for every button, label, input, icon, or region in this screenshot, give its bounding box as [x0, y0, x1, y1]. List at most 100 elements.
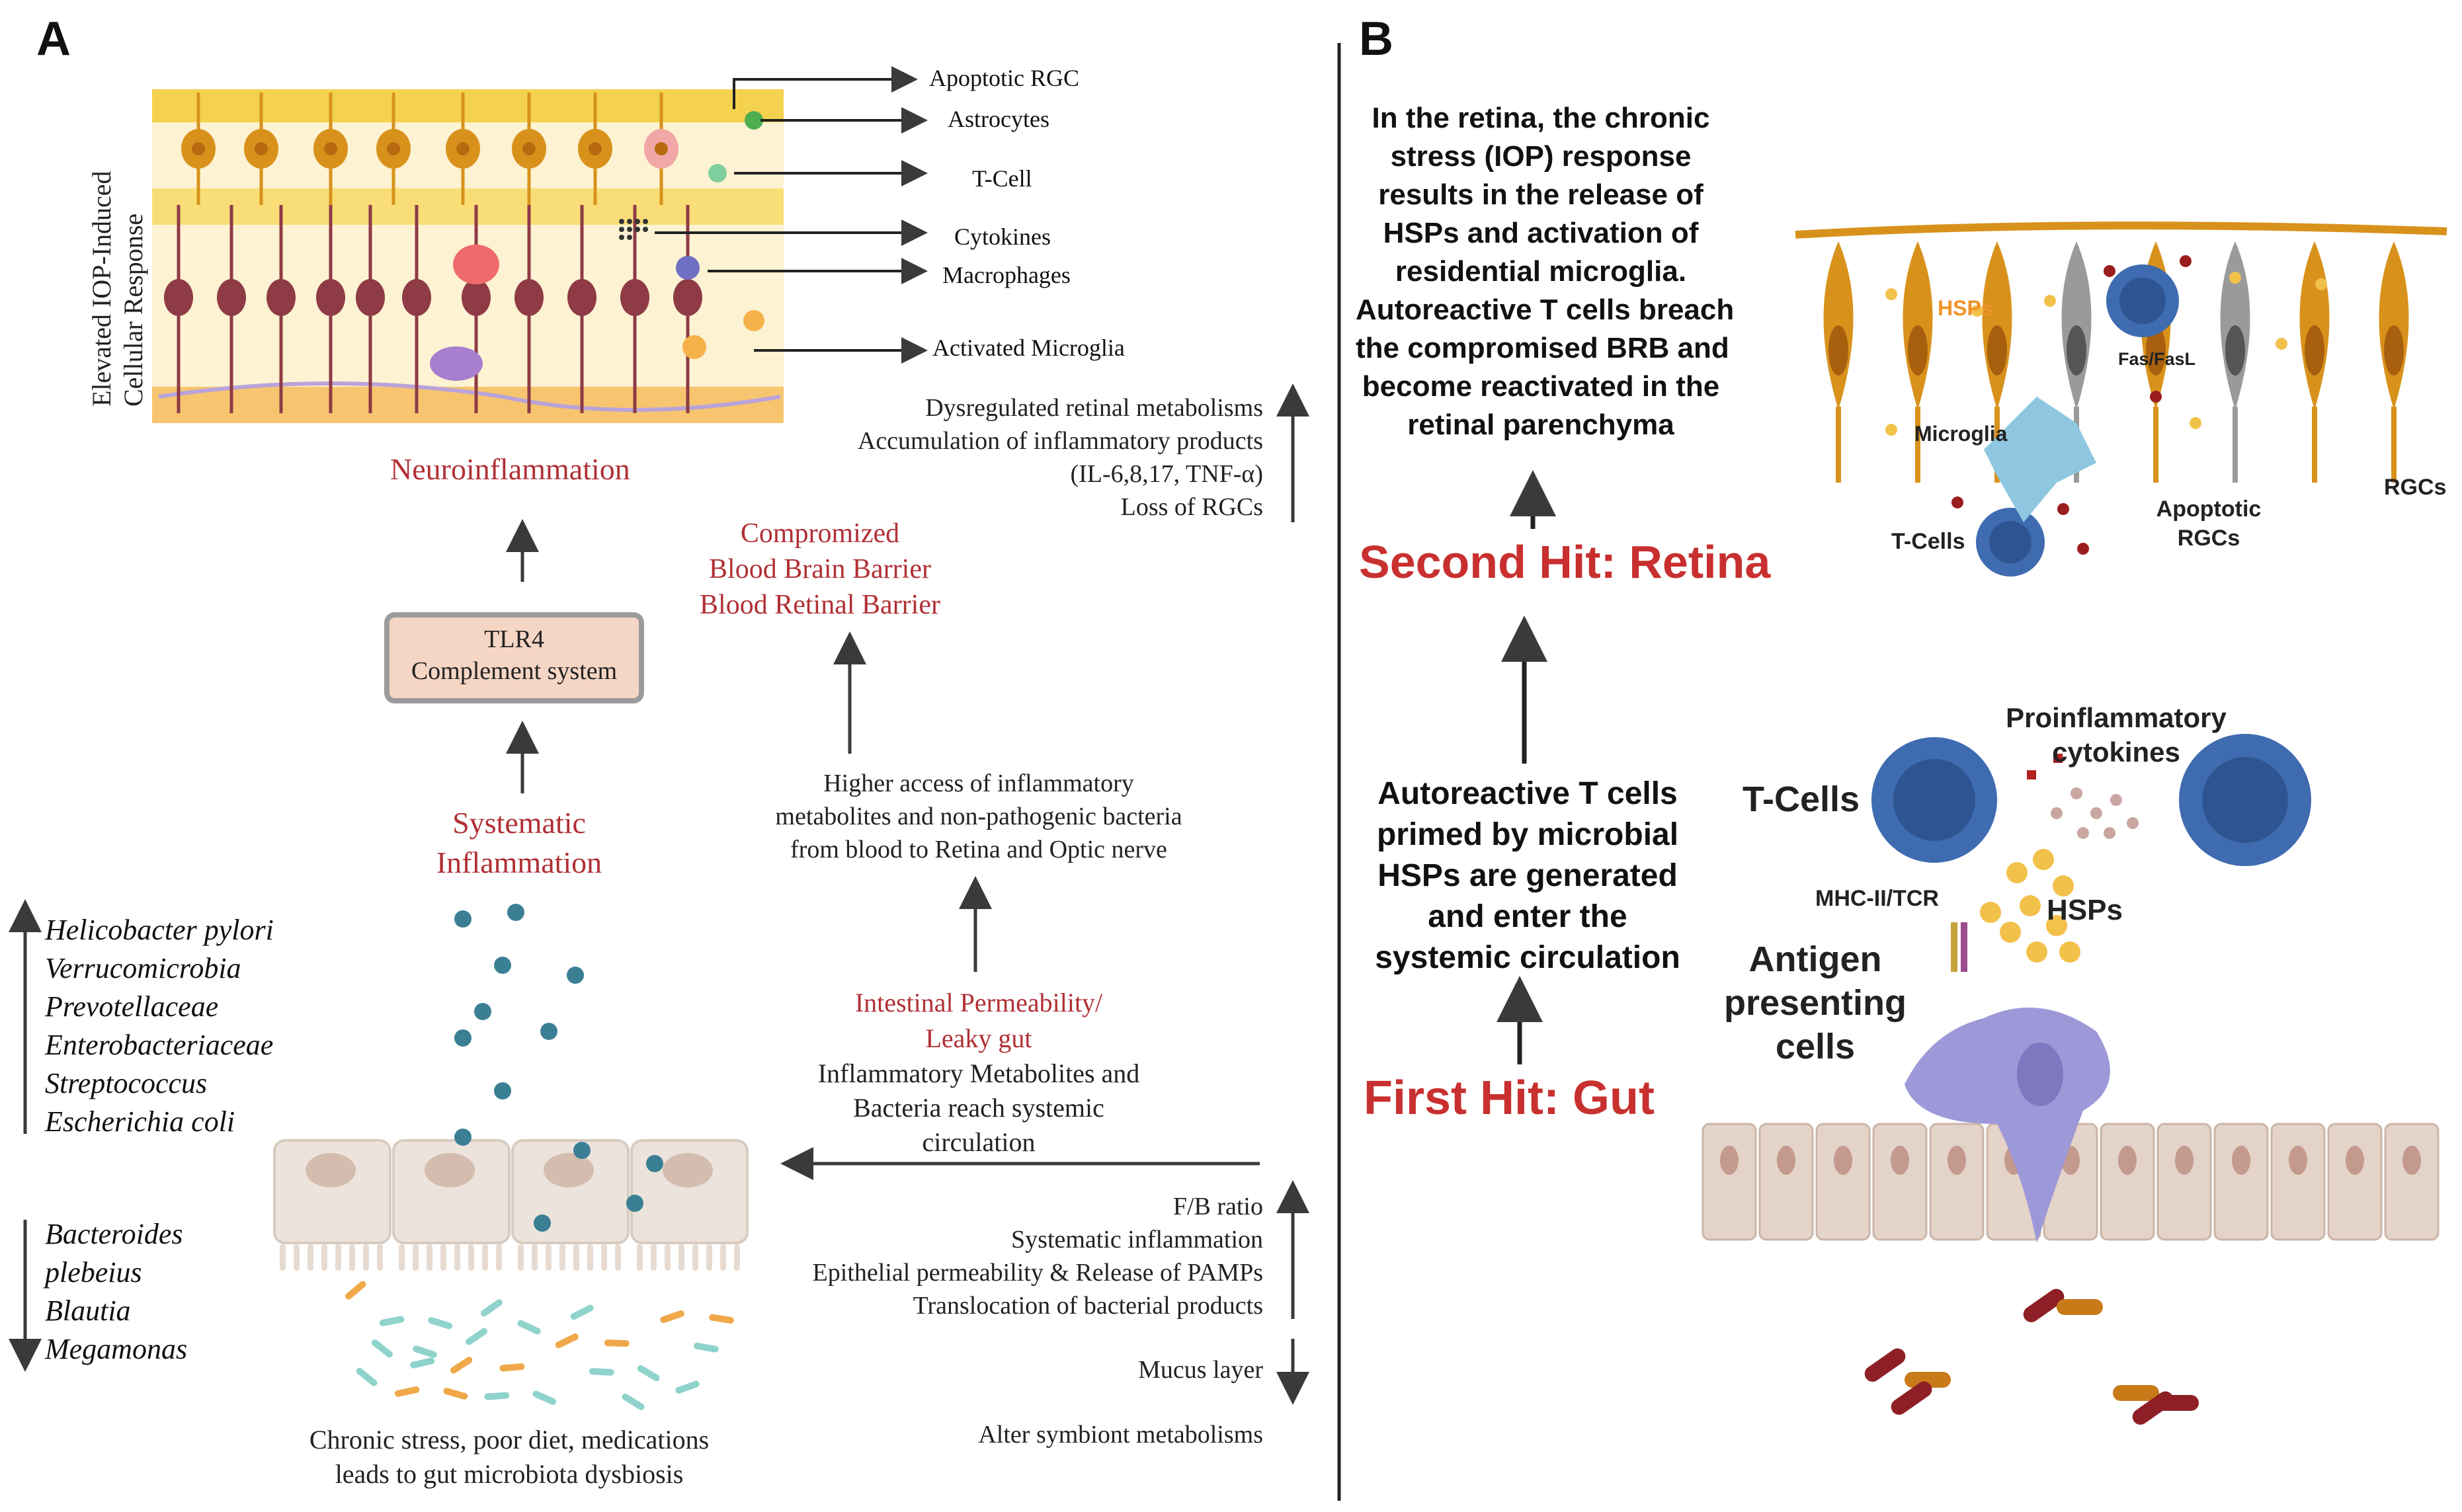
retina-b-tcells-label: T-Cells	[1891, 529, 1965, 554]
taxon-streptococcus: Streptococcus	[45, 1067, 208, 1099]
label-cytokines: Cytokines	[954, 223, 1051, 250]
cytokine-dot	[635, 219, 640, 224]
taxon-escherichia: Escherichia coli	[45, 1105, 235, 1138]
microvillus	[427, 1244, 432, 1271]
reach-systemic-text: Inflammatory Metabolites and Bacteria re…	[780, 1056, 1177, 1160]
cytokine-dot	[643, 227, 648, 232]
rgc-nucleus	[655, 142, 668, 155]
autoreactive-description: Autoreactive T cells primed by microbial…	[1356, 774, 1700, 978]
rgc-nucleus	[522, 142, 536, 155]
hsp-particle	[2033, 849, 2054, 870]
microvillus	[468, 1244, 474, 1271]
vertical-label-line-1: Elevated IOP-Induced	[87, 171, 116, 407]
hsp-particle	[1971, 305, 1983, 317]
leaky-gut-label: Intestinal Permeability/ Leaky gut	[780, 985, 1177, 1056]
effect-systematic-inflammation: Systematic inflammation	[1011, 1226, 1263, 1253]
epithelial-nucleus	[2289, 1146, 2307, 1175]
leaky-gut-line-2: Leaky gut	[925, 1023, 1032, 1053]
microbiota-rod	[532, 1390, 557, 1405]
microvillus	[651, 1244, 657, 1271]
microbiota-rod	[660, 1310, 684, 1324]
microvillus	[734, 1244, 740, 1271]
cytokine-dot	[619, 227, 624, 232]
label-apoptotic-rgc: Apoptotic RGC	[929, 65, 1080, 91]
microbiota-rod	[555, 1333, 579, 1349]
reach-systemic-line-3: circulation	[922, 1127, 1036, 1157]
leaky-gut-line-1: Intestinal Permeability/	[854, 988, 1103, 1017]
microvillus	[678, 1244, 684, 1271]
hsp-particle	[2044, 295, 2056, 307]
retina-illustration-a	[152, 89, 784, 423]
taxon-plebeius: plebeius	[45, 1256, 142, 1289]
microvillus	[665, 1244, 671, 1271]
rgc-nucleus	[387, 142, 400, 155]
microvillus	[399, 1244, 405, 1271]
autoreactive-line-1: Autoreactive T cells	[1377, 776, 1678, 811]
epithelial-cell	[2270, 1123, 2326, 1241]
cytokine-dot	[2027, 770, 2036, 779]
microbiota-rod	[394, 1386, 420, 1397]
microbiota-rod	[589, 1368, 614, 1376]
microvillus	[280, 1244, 286, 1271]
first-hit-title: First Hit: Gut	[1364, 1072, 1655, 1125]
apoptotic-line-2: RGCs	[2177, 526, 2240, 551]
epithelial-nucleus	[2118, 1146, 2137, 1175]
hsp-particle	[2059, 941, 2080, 963]
rgc-nucleus	[1908, 325, 1928, 376]
microvillus	[573, 1244, 579, 1271]
rgc-nucleus	[2146, 325, 2166, 376]
t-cell-nucleus	[2119, 278, 2166, 324]
optic-fiber	[158, 381, 781, 412]
rgc-nucleus	[589, 142, 602, 155]
autoreactive-line-4: and enter the	[1428, 899, 1627, 934]
alter-symbiont-label: Alter symbiont metabolisms	[978, 1421, 1263, 1449]
cytokine-dot	[2104, 265, 2115, 277]
panel-a-arrows	[8, 383, 1309, 1405]
hsp-particle	[2229, 272, 2241, 284]
mhc-tcr-label: MHC-II/TCR	[1815, 886, 1939, 911]
epithelial-nucleus	[1891, 1146, 1909, 1175]
panel-b-arrows	[1497, 470, 1556, 1064]
neuron-soma	[567, 279, 596, 316]
retina-text-line-3: results in the release of	[1378, 179, 1703, 211]
microvillus	[559, 1244, 565, 1271]
tlr4-line-1: TLR4	[484, 625, 544, 653]
microvillus	[454, 1244, 460, 1271]
microvillus	[601, 1244, 607, 1271]
microvillus	[706, 1244, 712, 1271]
bacteria-dot	[474, 1003, 491, 1020]
bacteria-dot	[507, 904, 524, 921]
microvillus	[308, 1244, 313, 1271]
microbiota-rod	[428, 1317, 453, 1330]
bacteria-dot	[494, 957, 511, 974]
cytokine-dot	[2150, 391, 2162, 403]
taxon-megamonas: Megamonas	[45, 1333, 188, 1365]
microvillus	[294, 1244, 300, 1271]
taxon-blautia: Blautia	[45, 1294, 131, 1327]
gut-illustration-a	[273, 904, 749, 1410]
cytokine-dot	[2077, 827, 2089, 839]
bacteria-dot	[534, 1214, 551, 1232]
retina-text-line-8: become reactivated in the	[1362, 370, 1720, 403]
rgc-nucleus	[2384, 325, 2404, 376]
epithelial-cell	[2327, 1123, 2383, 1241]
autoreactive-line-2: primed by microbial	[1376, 817, 1679, 852]
neuron-soma	[462, 279, 491, 316]
cytokine-dot	[627, 235, 632, 240]
neuron-soma	[316, 279, 345, 316]
microvillus	[496, 1244, 502, 1271]
bacteria-rod	[2057, 1299, 2103, 1315]
microbiota-rod	[622, 1393, 645, 1410]
retina-text-line-6: Autoreactive T cells breach	[1356, 294, 1735, 326]
hsp-particle	[2006, 862, 2028, 883]
epithelial-nucleus	[1777, 1146, 1795, 1175]
epithelial-nucleus	[663, 1153, 713, 1187]
microvillus	[692, 1244, 698, 1271]
microvillus	[363, 1244, 369, 1271]
gut-b-hsps-label: HSPs	[2047, 894, 2123, 926]
epithelial-cell	[1872, 1123, 1928, 1241]
epithelial-nucleus	[2175, 1146, 2194, 1175]
systematic-line-1: Systematic	[452, 806, 586, 840]
vertical-label: Elevated IOP-Induced Cellular Response	[86, 171, 149, 407]
